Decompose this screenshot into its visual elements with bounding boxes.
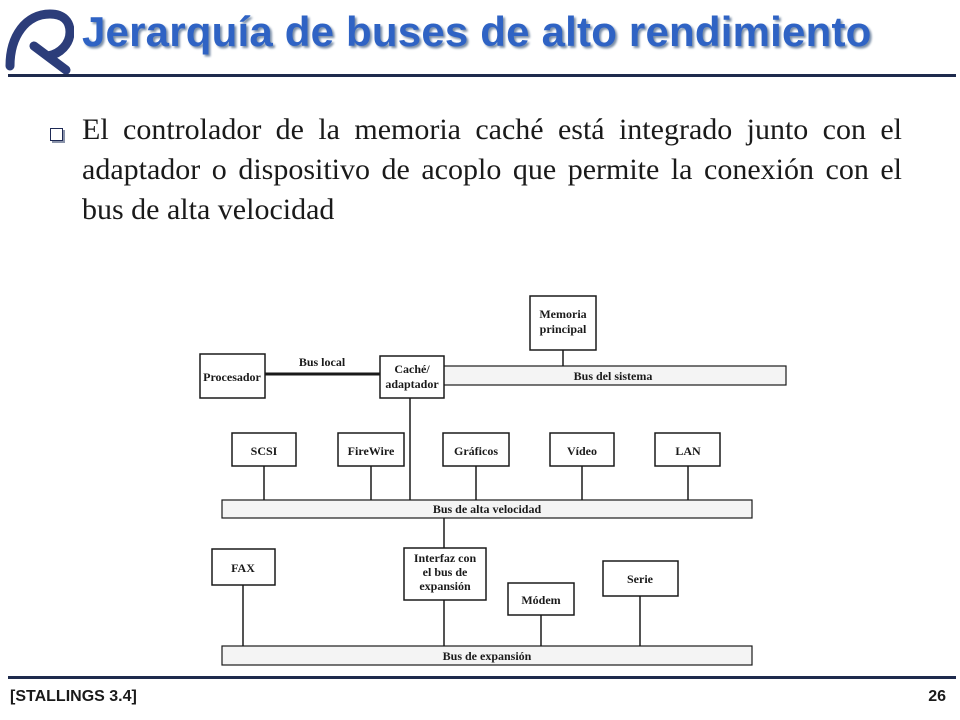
firewire-label: FireWire	[348, 444, 395, 458]
video-label: Vídeo	[567, 444, 597, 458]
footer-reference: [STALLINGS 3.4]	[10, 688, 137, 705]
footer-divider	[8, 676, 956, 679]
memoria-label-2: principal	[540, 322, 587, 336]
procesador-box	[199, 353, 266, 399]
bullet-text: El controlador de la memoria caché está …	[82, 113, 902, 226]
interfaz-bus-expansion-box	[403, 547, 487, 601]
title-divider	[8, 74, 956, 77]
fax-box	[211, 548, 276, 586]
bus-de-alta-velocidad	[221, 499, 753, 519]
firewire-box	[337, 432, 405, 467]
interfaz-label-2: el bus de	[423, 565, 468, 579]
bus-expansion-label: Bus de expansión	[443, 649, 532, 663]
graficos-box	[442, 432, 510, 467]
lan-box	[654, 432, 721, 467]
slide-title: Jerarquía de buses de alto rendimiento	[82, 8, 872, 55]
page-number: 26	[928, 688, 946, 705]
procesador-label: Procesador	[203, 370, 261, 384]
graficos-label: Gráficos	[454, 444, 498, 458]
bus-local-label: Bus local	[299, 355, 346, 369]
lan-label: LAN	[675, 444, 701, 458]
institution-logo	[5, 9, 74, 74]
scsi-box	[231, 432, 297, 467]
interfaz-label-1: Interfaz con	[414, 551, 477, 565]
interfaz-label-3: expansión	[419, 579, 471, 593]
cache-adaptador-box	[379, 355, 445, 399]
cache-label-2: adaptador	[385, 377, 439, 391]
modem-box	[507, 582, 575, 616]
bus-alta-velocidad-label: Bus de alta velocidad	[433, 502, 542, 516]
video-box	[549, 432, 615, 467]
bus-de-expansion	[221, 645, 753, 666]
serie-label: Serie	[627, 572, 654, 586]
memoria-label-1: Memoria	[539, 307, 586, 321]
bullet-square-icon	[50, 128, 63, 141]
fax-label: FAX	[231, 561, 255, 575]
memoria-principal-box	[529, 295, 597, 351]
serie-box	[602, 560, 679, 597]
scsi-label: SCSI	[251, 444, 278, 458]
modem-label: Módem	[521, 593, 560, 607]
cache-label-1: Caché/	[394, 362, 430, 376]
bus-sistema-label: Bus del sistema	[574, 369, 653, 383]
